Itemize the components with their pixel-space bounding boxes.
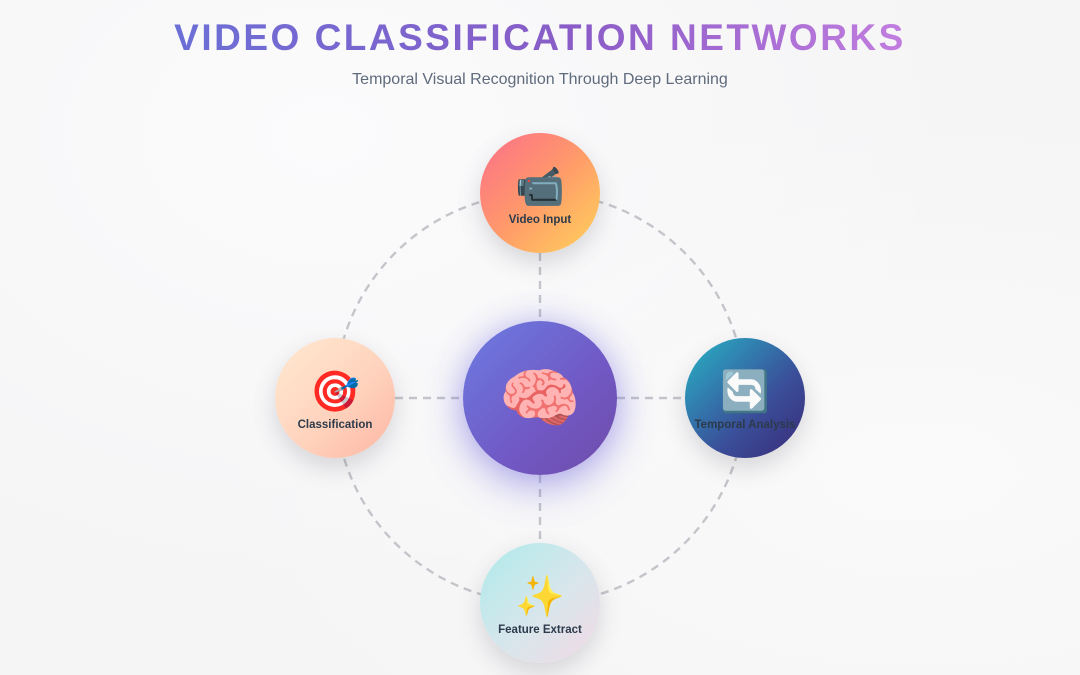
page-title: VIDEO CLASSIFICATION NETWORKS [174,17,906,58]
node-temporal-analysis: 🔄 Temporal Analysis [685,338,805,458]
node-classification: 🎯 Classification [275,338,395,458]
node-label: Temporal Analysis [694,419,796,431]
node-feature-extract: ✨ Feature Extract [480,543,600,663]
target-icon: 🎯 [310,370,360,414]
node-label: Video Input [508,214,572,226]
node-label: Classification [297,419,373,431]
node-label: Feature Extract [498,624,582,636]
node-video-input: 📹 Video Input [480,133,600,253]
video-camera-icon: 📹 [515,165,565,209]
center-node: 🧠 [463,321,617,475]
cycle-arrows-icon: 🔄 [720,370,770,414]
brain-icon: 🧠 [498,361,582,435]
sparkles-icon: ✨ [515,575,565,619]
page-subtitle: Temporal Visual Recognition Through Deep… [352,71,728,88]
